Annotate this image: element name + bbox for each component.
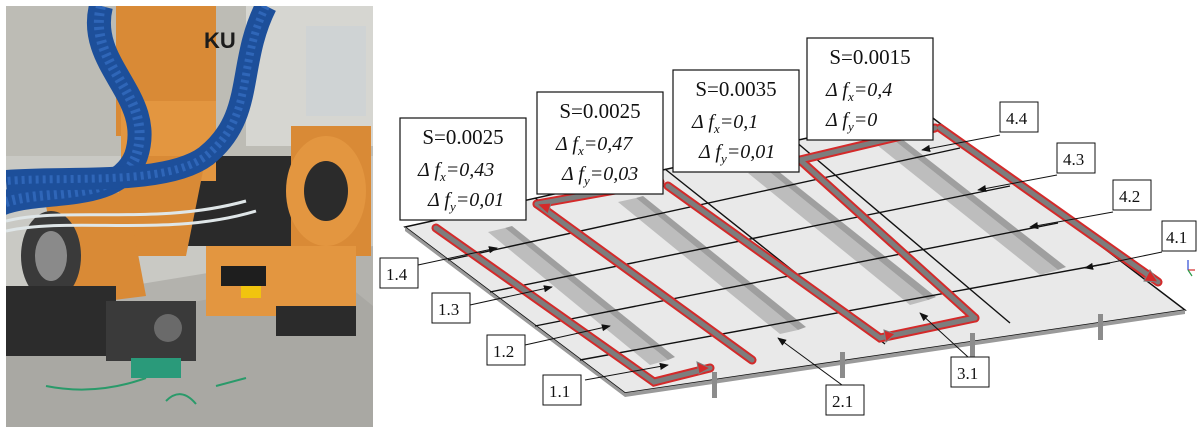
param-box-2: S=0.0025 Δ fx=0,47 Δ fy=0,03 xyxy=(536,91,664,195)
label-1-2: 1.2 xyxy=(486,334,526,366)
robot-photo: KU xyxy=(6,6,373,427)
label-2-1: 2.1 xyxy=(825,384,865,416)
stiffeners xyxy=(488,139,1103,398)
label-1-3: 1.3 xyxy=(431,292,471,324)
label-4-2: 4.2 xyxy=(1112,179,1152,211)
param-box-1-fy: Δ fy=0,01 xyxy=(427,189,504,214)
param-box-1-s: S=0.0025 xyxy=(422,125,503,149)
label-1-4: 1.4 xyxy=(379,257,419,289)
param-box-2-fy: Δ fy=0,03 xyxy=(561,163,638,188)
svg-text:1.4: 1.4 xyxy=(386,265,408,284)
param-box-2-s: S=0.0025 xyxy=(559,99,640,123)
param-box-3-s: S=0.0035 xyxy=(695,77,776,101)
label-4-3: 4.3 xyxy=(1056,142,1096,174)
param-box-3-fy: Δ fy=0,01 xyxy=(698,141,775,166)
robot-brand-text: KU xyxy=(204,28,236,53)
svg-text:4.3: 4.3 xyxy=(1063,150,1084,169)
label-4-1: 4.1 xyxy=(1161,220,1197,252)
svg-text:4.4: 4.4 xyxy=(1006,109,1028,128)
label-4-4: 4.4 xyxy=(999,101,1039,133)
param-box-1: S=0.0025 Δ fx=0,43 Δ fy=0,01 xyxy=(399,117,527,221)
label-3-1: 3.1 xyxy=(950,356,990,388)
param-box-4-fx: Δ fx=0,4 xyxy=(825,79,892,104)
axis-triad-icon xyxy=(1187,260,1195,277)
param-box-4-fy: Δ fy=0 xyxy=(825,109,877,134)
param-box-4: S=0.0015 Δ fx=0,4 Δ fy=0 xyxy=(806,37,934,141)
svg-text:3.1: 3.1 xyxy=(957,364,978,383)
svg-text:2.1: 2.1 xyxy=(832,392,853,411)
param-box-1-fx: Δ fx=0,43 xyxy=(417,159,494,184)
param-box-4-s: S=0.0015 xyxy=(829,45,910,69)
param-box-3-fx: Δ fx=0,1 xyxy=(691,111,758,136)
svg-text:1.2: 1.2 xyxy=(493,342,514,361)
robot-photo-drawing: KU xyxy=(6,6,373,427)
svg-text:4.1: 4.1 xyxy=(1166,228,1187,247)
label-1-1: 1.1 xyxy=(542,374,582,406)
svg-text:1.1: 1.1 xyxy=(549,382,570,401)
svg-text:4.2: 4.2 xyxy=(1119,187,1140,206)
svg-text:1.3: 1.3 xyxy=(438,300,459,319)
param-box-3: S=0.0035 Δ fx=0,1 Δ fy=0,01 xyxy=(672,69,800,173)
leader-lines xyxy=(417,134,1163,386)
param-box-2-fx: Δ fx=0,47 xyxy=(555,133,633,158)
